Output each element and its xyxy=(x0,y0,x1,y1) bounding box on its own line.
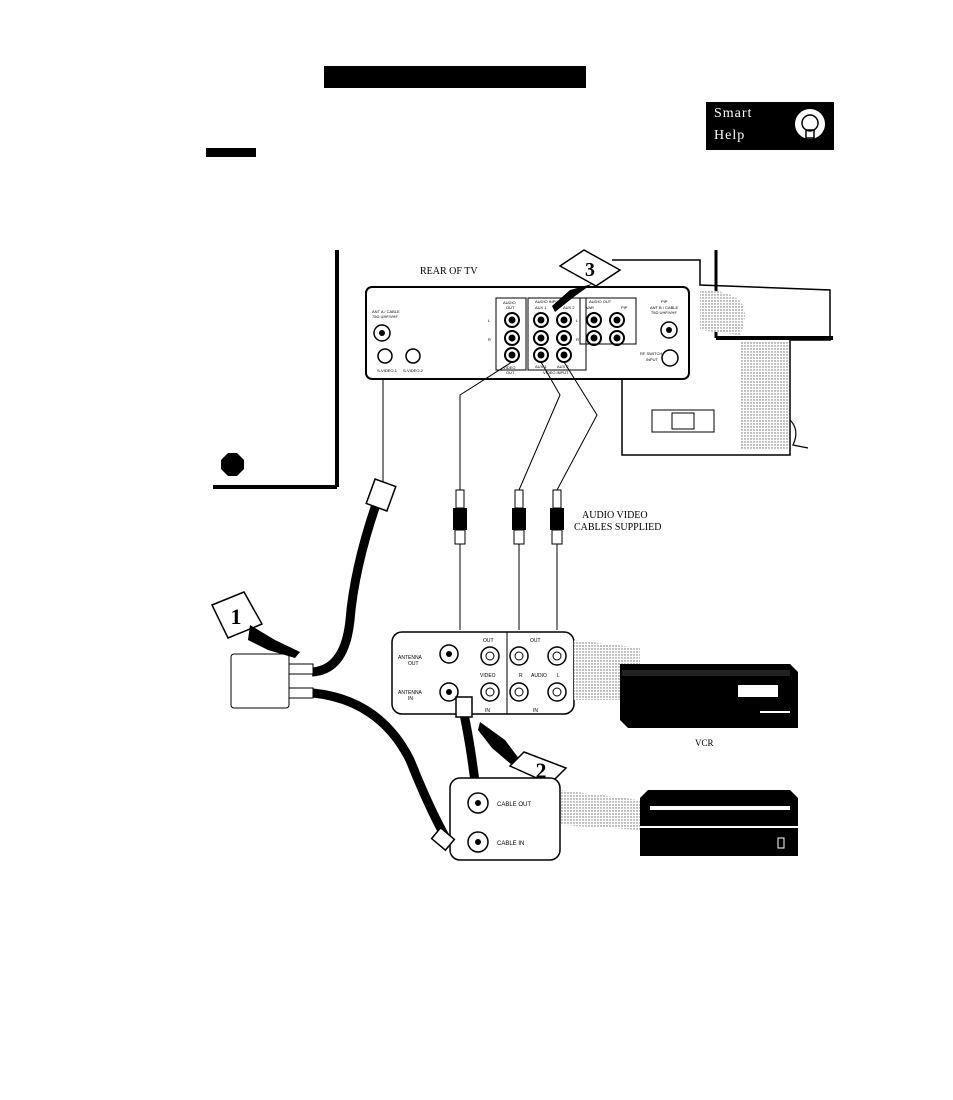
cable-out-label: CABLE OUT xyxy=(497,802,531,808)
coax-cable-cablebox xyxy=(312,688,450,841)
audio-label: AUDIO xyxy=(531,673,547,679)
cable-box-rear-panel: CABLE OUT CABLE IN xyxy=(430,777,640,861)
audio-out-2-r-label: R xyxy=(576,337,579,342)
step-2-hand-icon: 2 xyxy=(455,696,568,791)
lightbulb-icon xyxy=(795,109,825,142)
rca-plug-audio-r xyxy=(512,489,526,630)
video-label: VIDEO xyxy=(480,673,496,679)
ant-a-label-2: 75Ω UHF/VHF xyxy=(372,314,398,319)
video-input-label: VIDEO INPUT xyxy=(543,370,569,375)
vcr-label: VCR xyxy=(695,738,714,748)
antenna-in-label-2: IN xyxy=(408,696,413,702)
var-label: VAR xyxy=(586,305,594,310)
smart-help-word-1: Smart xyxy=(714,106,753,121)
tv-cables xyxy=(382,361,598,491)
audio-out-2-label: AUDIO OUT xyxy=(589,299,612,304)
aux1-bottom-label: AUX 1 xyxy=(535,364,547,369)
audio-out-2-l-label: L xyxy=(576,318,579,323)
audio-out-label: OUT xyxy=(530,638,541,644)
instruction-frame xyxy=(213,250,339,489)
rear-of-tv-label: REAR OF TV xyxy=(420,266,478,277)
step-2-number: 2 xyxy=(536,758,547,783)
smart-help-badge: Smart Help xyxy=(706,102,834,150)
rf-switch-label-2: INPUT xyxy=(646,357,659,362)
pip-ant-b-label-2: ANT B / CABLE xyxy=(650,305,678,310)
ant-b-jack xyxy=(660,321,678,339)
cables-label-1: AUDIO VIDEO xyxy=(582,510,648,521)
antenna-out-label-2: OUT xyxy=(408,661,419,667)
audio-in-label: IN xyxy=(533,708,538,714)
title-bar xyxy=(324,66,586,88)
vcr-unit-illustration: VCR xyxy=(620,664,798,748)
rca-plug-audio-l xyxy=(550,489,564,630)
smart-help-word-2: Help xyxy=(714,128,746,143)
audio-out-l-label: L xyxy=(488,318,491,323)
svideo-2-jack xyxy=(405,348,421,364)
audio-r-label: R xyxy=(519,673,523,679)
rf-switch-jack xyxy=(661,349,679,367)
audio-out-label-1: AUDIO xyxy=(503,300,516,305)
pip-label: PIP xyxy=(621,305,628,310)
coax-cable-tv xyxy=(311,478,397,677)
audio-out-r-label: R xyxy=(488,337,491,342)
rca-plug-video xyxy=(453,489,467,630)
cable-box-illustration xyxy=(640,790,798,856)
pip-ant-b-label-1: PIP xyxy=(661,299,668,304)
video-in-label: IN xyxy=(485,708,490,714)
step-1-hand-icon: 1 xyxy=(210,591,300,658)
cable-in-label: CABLE IN xyxy=(497,841,524,847)
step-1-number: 1 xyxy=(231,604,242,629)
aux2-top-label: AUX 2 xyxy=(563,305,575,310)
pip-ant-b-label-3: 75Ω UHF/VHF xyxy=(651,310,677,315)
audio-l-label: L xyxy=(557,673,560,679)
video-out-label: OUT xyxy=(483,638,494,644)
antenna-in-label-1: ANTENNA xyxy=(398,690,423,696)
step-3-number: 3 xyxy=(585,259,595,281)
aux1-top-label: AUX 1 xyxy=(535,305,547,310)
antenna-out-label-1: ANTENNA xyxy=(398,655,423,661)
stop-label: STOP xyxy=(223,463,242,470)
aux2-bottom-label: AUX 2 xyxy=(557,364,569,369)
step-3-hand-icon: 3 xyxy=(552,249,622,312)
svideo-1-jack xyxy=(377,348,393,364)
stop-sign-icon: STOP xyxy=(221,453,244,476)
rf-switch-label-1: RF SWITCH xyxy=(640,351,662,356)
audio-out-label-2: OUT xyxy=(506,305,515,310)
ant-a-label-1: ANT A / CABLE xyxy=(372,309,400,314)
video-out-label-2: OUT xyxy=(506,370,515,375)
section-marker-bar xyxy=(206,148,256,157)
video-out-label-1: VIDEO xyxy=(503,365,515,370)
vcr-rear-panel: ANTENNA OUT ANTENNA IN OUT VIDEO IN OUT … xyxy=(391,631,640,715)
ant-a-jack xyxy=(373,324,391,342)
audio-input-label: AUDIO INPUT xyxy=(535,299,561,304)
cables-label-2: CABLES SUPPLIED xyxy=(574,522,662,533)
svideo-1-label: S-VIDEO-1 xyxy=(377,368,398,373)
splitter-box xyxy=(230,653,314,709)
svideo-2-label: S-VIDEO-2 xyxy=(403,368,424,373)
